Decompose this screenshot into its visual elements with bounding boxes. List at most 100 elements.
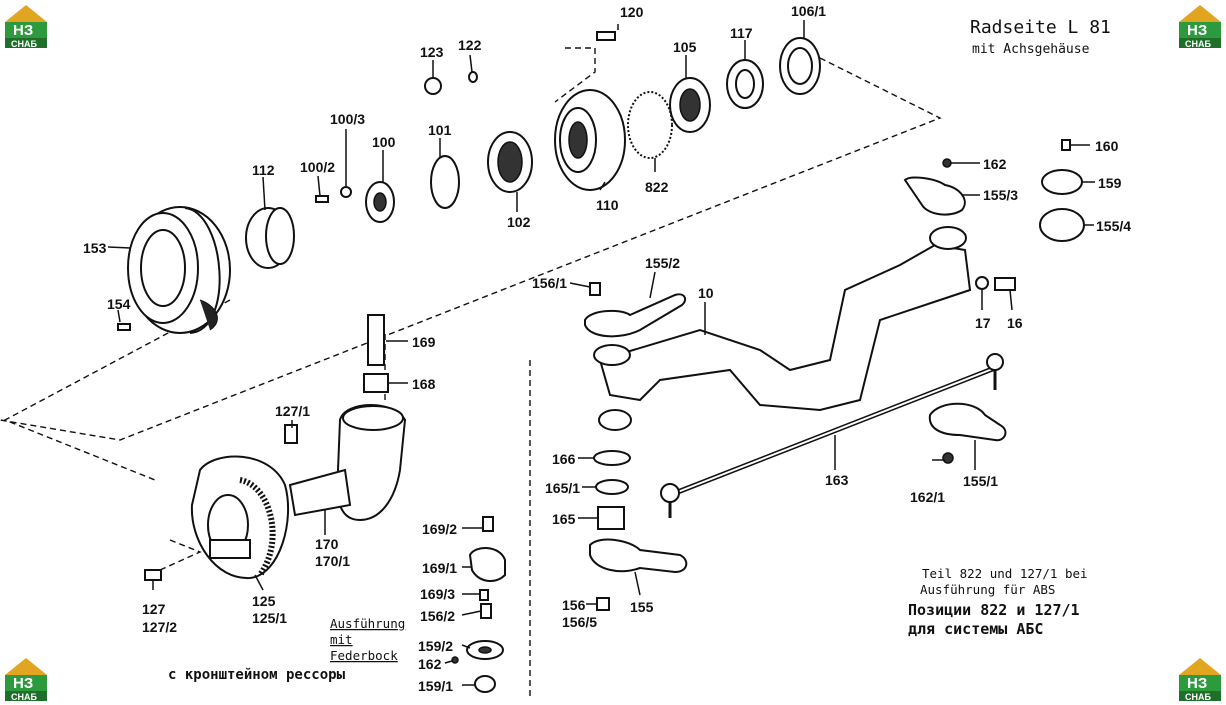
brake-shoes (190, 455, 289, 580)
logo-bottom-right: НЗ СНАБ (1179, 658, 1221, 702)
label-105: 105 (673, 39, 697, 55)
part-labels: 120 106/1 117 105 123 122 100/3 100 101 … (83, 3, 1131, 694)
label-163: 163 (825, 472, 849, 488)
seal-ring (430, 155, 460, 209)
bearing-inner (487, 131, 533, 193)
svg-text:СНАБ: СНАБ (1185, 692, 1211, 702)
steering-arm-155 (589, 538, 688, 574)
brake-bolt (144, 569, 162, 581)
oil-seal (779, 37, 821, 95)
label-17: 17 (975, 315, 991, 331)
brake-drum (127, 206, 231, 334)
label-120: 120 (620, 4, 644, 20)
wheel-hub (554, 89, 626, 191)
label-110: 110 (596, 197, 619, 213)
label-160: 160 (1095, 138, 1119, 154)
label-162-2: 162 (418, 656, 442, 672)
label-155-2: 155/2 (645, 255, 680, 271)
diagram-subtitle: mit Achsgehäuse (972, 42, 1090, 57)
label-170-1: 170/1 (315, 553, 350, 569)
svg-text:НЗ: НЗ (1187, 22, 1207, 39)
bushing (363, 373, 389, 393)
svg-text:для системы АБС: для системы АБС (908, 620, 1043, 638)
steering-knuckle (288, 404, 407, 522)
bolt-16 (994, 277, 1016, 291)
label-16: 16 (1007, 315, 1023, 331)
label-154: 154 (107, 296, 131, 312)
label-169-3: 169/3 (420, 586, 455, 602)
label-165-1: 165/1 (545, 480, 580, 496)
svg-text:Позиции 822 и 127/1: Позиции 822 и 127/1 (908, 601, 1080, 619)
label-101: 101 (428, 122, 452, 138)
label-155: 155 (630, 599, 654, 615)
abs-note: Teil 822 und 127/1 bei Ausführung für AB… (908, 566, 1088, 638)
axle-eye-left (593, 344, 631, 366)
svg-text:mit: mit (330, 632, 353, 647)
pin-162 (942, 158, 952, 168)
logo-bottom-left: НЗ СНАБ (5, 658, 47, 702)
label-155-1: 155/1 (963, 473, 998, 489)
label-168: 168 (412, 376, 436, 392)
label-162: 162 (983, 156, 1007, 172)
svg-text:с кронштейном рессоры: с кронштейном рессоры (168, 667, 346, 683)
plate-155-4 (1039, 208, 1085, 242)
screw-160 (1061, 139, 1071, 151)
dust-cover (245, 207, 295, 269)
steering-arm-155-1 (928, 402, 1007, 442)
label-155-4: 155/4 (1096, 218, 1131, 234)
label-100-3: 100/3 (330, 111, 365, 127)
label-117: 117 (730, 25, 753, 41)
label-100: 100 (372, 134, 396, 150)
axle-eye-right (929, 226, 967, 250)
svg-text:НЗ: НЗ (13, 22, 33, 39)
label-170: 170 (315, 536, 339, 552)
label-106-1: 106/1 (791, 3, 826, 19)
nut-17 (975, 276, 989, 290)
label-127-1: 127/1 (275, 403, 310, 419)
label-100-2: 100/2 (300, 159, 335, 175)
label-127-2: 127/2 (142, 619, 177, 635)
axle-nut (365, 181, 395, 223)
svg-text:СНАБ: СНАБ (11, 692, 37, 702)
label-125: 125 (252, 593, 276, 609)
svg-text:Federbock: Federbock (330, 648, 398, 663)
label-125-1: 125/1 (252, 610, 287, 626)
bolt-156 (596, 597, 610, 611)
svg-text:Ausführung für ABS: Ausführung für ABS (920, 582, 1055, 597)
label-102: 102 (507, 214, 531, 230)
pin-162-1 (942, 452, 954, 464)
label-153: 153 (83, 240, 107, 256)
abs-ring (627, 91, 673, 159)
bearing-outer (669, 77, 711, 133)
logo-top-right: НЗ СНАБ (1179, 5, 1221, 49)
spring-bracket-parts (451, 516, 506, 693)
svg-text:Ausführung: Ausführung (330, 616, 405, 631)
label-162-1: 162/1 (910, 489, 945, 505)
svg-text:Teil 822 und 127/1 bei: Teil 822 und 127/1 bei (922, 566, 1088, 581)
svg-text:НЗ: НЗ (13, 675, 33, 692)
label-156-1: 156/1 (532, 275, 567, 291)
label-159-1: 159/1 (418, 678, 453, 694)
label-155-3: 155/3 (983, 187, 1018, 203)
spacer-ring (726, 59, 764, 109)
svg-text:СНАБ: СНАБ (1185, 39, 1211, 49)
plate-159 (1041, 169, 1083, 195)
diagram-title: Radseite L 81 (970, 17, 1111, 38)
washer-165-1 (595, 479, 629, 495)
axle-beam (598, 243, 972, 412)
steering-arm-155-2 (584, 293, 687, 338)
tie-rod (660, 353, 1004, 518)
svg-text:НЗ: НЗ (1187, 675, 1207, 692)
label-169: 169 (412, 334, 436, 350)
kingpin (367, 314, 385, 366)
label-159: 159 (1098, 175, 1122, 191)
washer-166 (593, 450, 631, 466)
label-156-2: 156/2 (420, 608, 455, 624)
label-165: 165 (552, 511, 576, 527)
abs-sensor (284, 424, 298, 444)
label-166: 166 (552, 451, 576, 467)
label-156-5: 156/5 (562, 614, 597, 630)
small-fasteners (117, 31, 616, 331)
variant-note: Ausführung mit Federbock с кронштейном р… (168, 616, 405, 683)
label-169-1: 169/1 (422, 560, 457, 576)
